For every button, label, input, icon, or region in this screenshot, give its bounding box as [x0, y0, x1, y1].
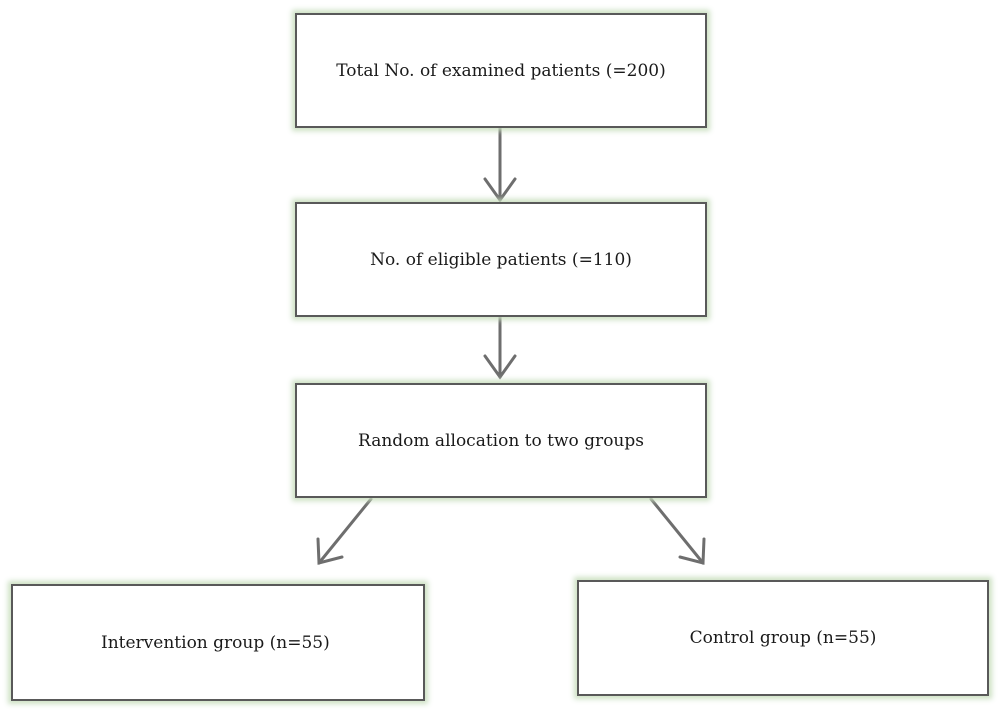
eligible-patients-box: No. of eligible patients (=110) — [295, 202, 707, 317]
eligible-patients-label: No. of eligible patients (=110) — [370, 249, 632, 270]
random-allocation-label: Random allocation to two groups — [358, 430, 644, 451]
arrow-random-to-intervention — [316, 497, 373, 565]
intervention-group-box: Intervention group (n=55) — [11, 584, 425, 701]
total-patients-label: Total No. of examined patients (=200) — [336, 60, 666, 81]
control-group-label: Control group (n=55) — [689, 628, 877, 648]
arrow-random-to-control — [649, 497, 706, 565]
arrow-total-to-eligible — [483, 126, 517, 203]
arrow-eligible-to-random — [483, 315, 517, 380]
total-patients-box: Total No. of examined patients (=200) — [295, 13, 707, 128]
random-allocation-box: Random allocation to two groups — [295, 383, 707, 498]
intervention-group-label: Intervention group (n=55) — [101, 632, 330, 653]
control-group-box: Control group (n=55) — [577, 580, 989, 696]
